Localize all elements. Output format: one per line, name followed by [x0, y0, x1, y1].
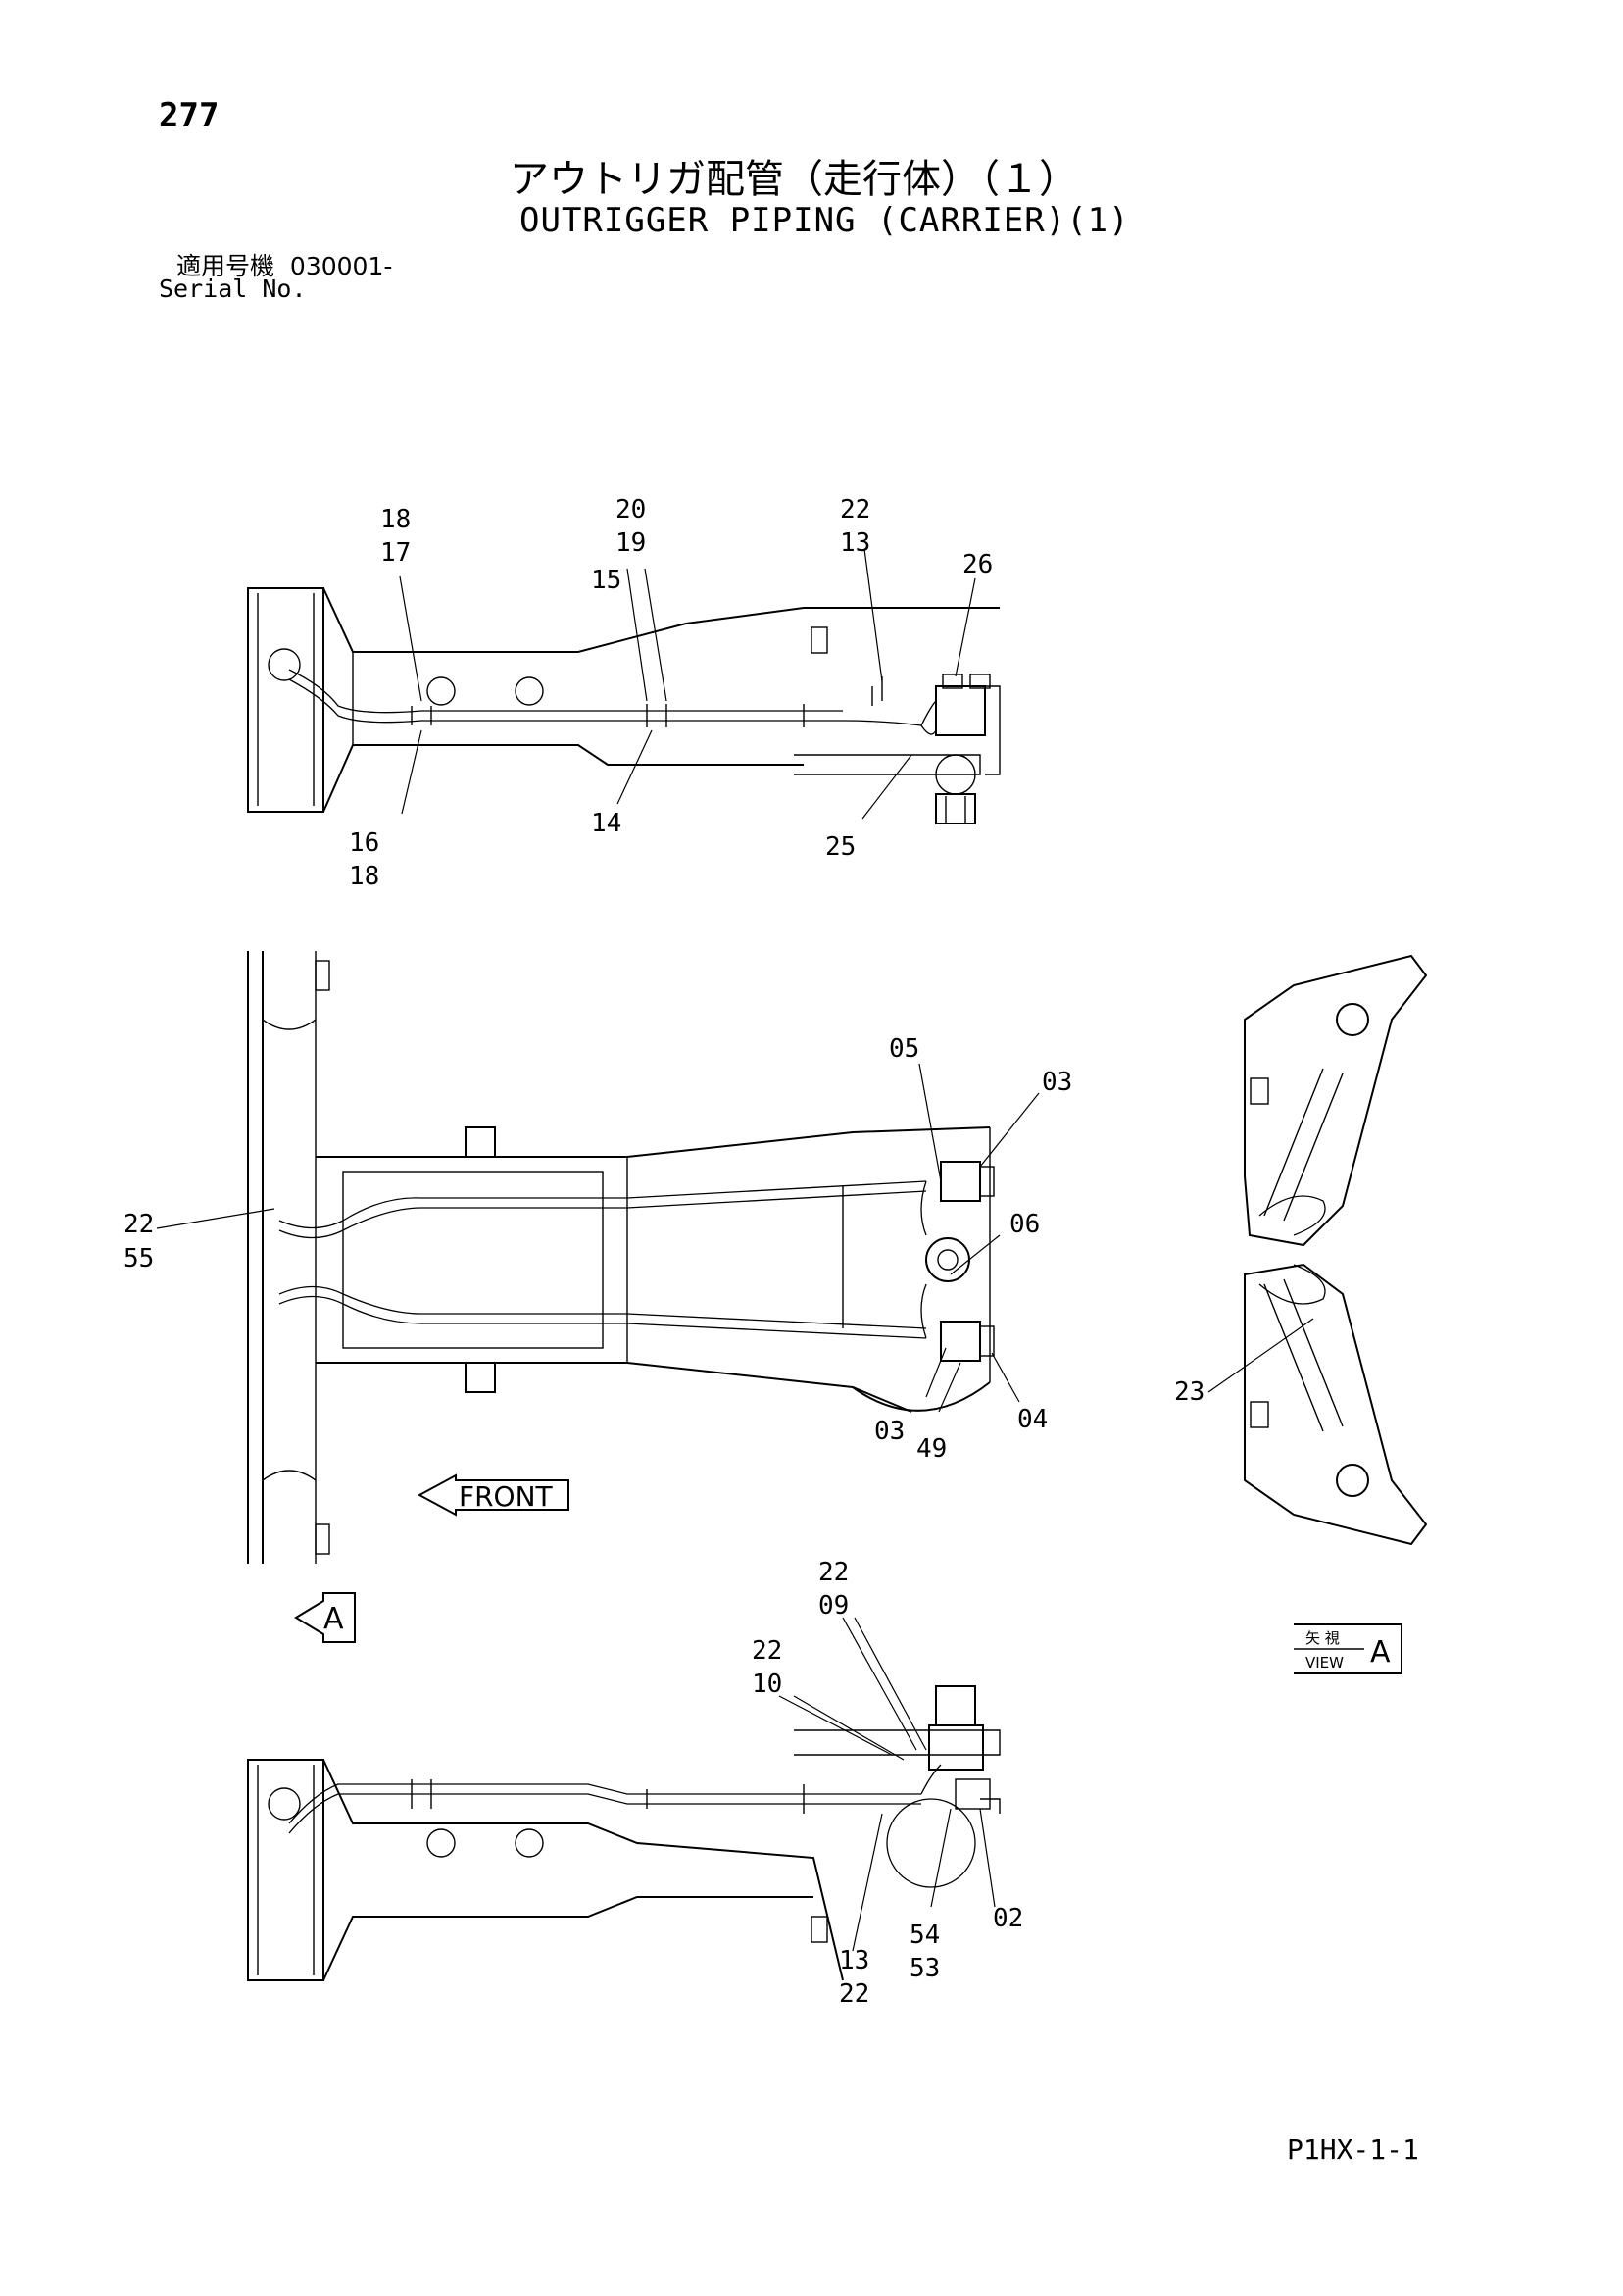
view-box-letter: A	[1370, 1635, 1391, 1670]
view-a-marker-label: A	[323, 1602, 344, 1636]
top-view	[247, 587, 1001, 824]
callout-17: 17	[380, 538, 411, 568]
callout-16: 16	[349, 828, 379, 858]
callout-labels: 18 17 20 19 22 13 15 26 16 18 14 25 05 0…	[123, 495, 1205, 2009]
view-a-box: 矢 視 VIEW A	[1294, 1623, 1402, 1674]
callout-49: 49	[916, 1434, 947, 1464]
callout-18b: 18	[349, 862, 379, 891]
bottom-view	[247, 1685, 1001, 1981]
serial-label-japanese: 適用号機 030001-	[176, 247, 392, 282]
serial-value: 030001-	[289, 252, 393, 280]
callout-23: 23	[1174, 1377, 1205, 1407]
callout-15: 15	[591, 566, 621, 595]
callout-18a: 18	[380, 505, 411, 534]
callout-09: 09	[818, 1591, 849, 1621]
side-view-a	[1244, 954, 1428, 1546]
serial-label-english: Serial No.	[159, 275, 307, 303]
page-title-japanese: アウトリガ配管（走行体）（１）	[510, 157, 1078, 202]
page-number: 277	[159, 96, 220, 135]
callout-20: 20	[615, 495, 646, 524]
front-arrow: FRONT	[417, 1473, 569, 1517]
callout-13-top: 13	[840, 528, 870, 558]
callout-54: 54	[910, 1921, 940, 1950]
front-label: FRONT	[459, 1480, 554, 1513]
side-view-leader	[1207, 1318, 1314, 1393]
callout-25: 25	[825, 832, 856, 862]
callout-53: 53	[910, 1954, 940, 1983]
bottom-view-leaders	[778, 1617, 996, 1952]
callout-26: 26	[962, 550, 993, 579]
callout-22-bot-b: 22	[752, 1636, 782, 1666]
callout-06: 06	[1009, 1210, 1040, 1239]
callout-22-top: 22	[840, 495, 870, 524]
top-view-leaders	[399, 548, 976, 820]
callout-22-bot-c: 22	[839, 1979, 869, 2009]
view-a-marker: A	[294, 1592, 356, 1643]
callout-13-bot: 13	[839, 1946, 869, 1975]
callout-03b: 03	[874, 1417, 905, 1446]
callout-22-mid: 22	[123, 1210, 154, 1239]
callout-14: 14	[591, 809, 621, 838]
middle-view-leaders	[156, 1063, 1040, 1413]
middle-view	[247, 951, 995, 1564]
callout-02: 02	[993, 1904, 1023, 1933]
drawing-code: P1HX-1-1	[1287, 2133, 1419, 2166]
callout-55: 55	[123, 1244, 154, 1273]
view-box-ja: 矢 視	[1305, 1629, 1340, 1647]
serial-label-ja-text: 適用号機	[176, 252, 275, 280]
callout-04: 04	[1017, 1405, 1048, 1434]
callout-22-bot-a: 22	[818, 1558, 849, 1587]
callout-10: 10	[752, 1670, 782, 1699]
page-title-english: OUTRIGGER PIPING (CARRIER)(1)	[519, 201, 1130, 240]
callout-19: 19	[615, 528, 646, 558]
callout-05: 05	[889, 1034, 919, 1064]
callout-03a: 03	[1042, 1068, 1072, 1097]
view-box-en: VIEW	[1305, 1654, 1344, 1672]
